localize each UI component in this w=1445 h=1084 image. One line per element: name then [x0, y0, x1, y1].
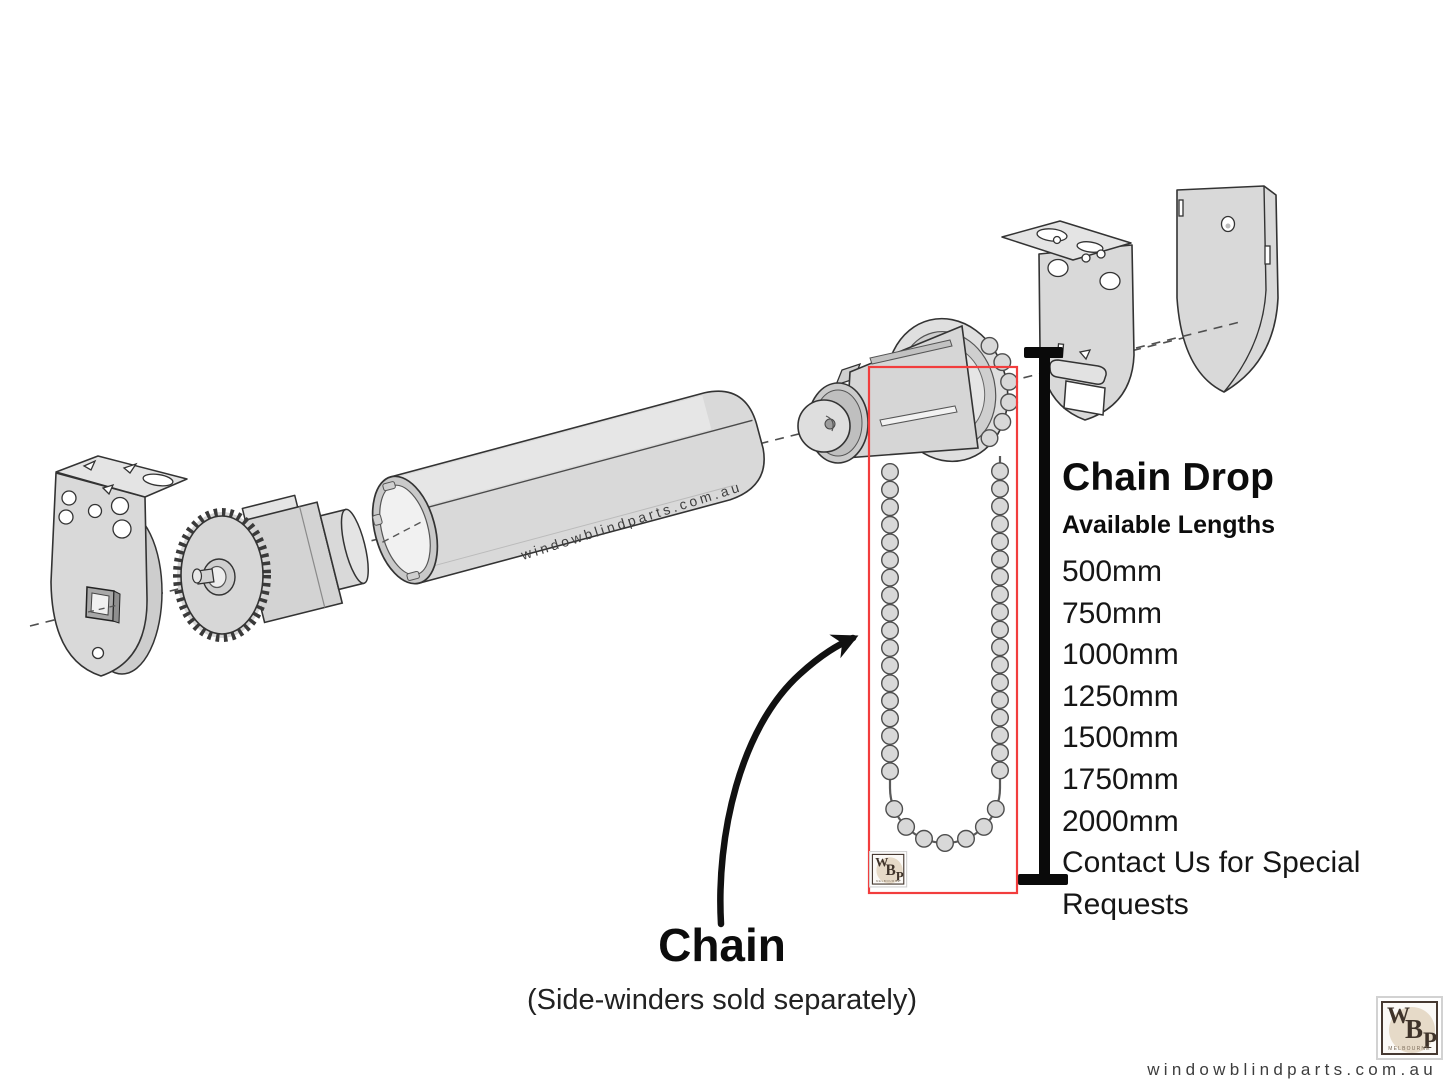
center-axis-dashed-line-overlay [1135, 321, 1241, 349]
wbp-letter-w: W [1387, 1003, 1410, 1028]
roller-tube-illustration: windowblindparts.com.au [371, 390, 765, 585]
chain-sublabel: (Side-winders sold separately) [526, 984, 918, 1016]
chain-label: Chain [658, 919, 786, 971]
available-lengths-list: 500mm 750mm 1000mm 1250mm 1500mm 1750mm … [1062, 551, 1396, 925]
wbp-tagline: MELBOURNE [1388, 1046, 1431, 1052]
length-option: 1500mm [1062, 721, 1179, 755]
chain-drop-title: Chain Drop [1062, 456, 1275, 499]
wbp-logo-frame: W B P MELBOURNE [1381, 1001, 1438, 1055]
wbp-footer-logo: W B P MELBOURNE [1376, 996, 1443, 1060]
sprocket-clutch-plug-illustration [173, 494, 369, 642]
chain-drop-dimension-line [1018, 347, 1068, 885]
wbp-logo-frame: W B P MELBOURNE [871, 853, 905, 885]
length-option: 1250mm [1062, 679, 1179, 713]
wbp-letter-b: B [1405, 1014, 1424, 1044]
bracket-cover-illustration [1176, 185, 1279, 393]
wbp-logo-circle [1389, 1007, 1435, 1053]
chain-clutch-illustration [797, 317, 1009, 464]
length-option: 500mm [1062, 555, 1163, 588]
bead-chain-illustration [881, 336, 1019, 853]
footer-site-url: windowblindparts.com.au [1147, 1060, 1437, 1079]
length-option: 1750mm [1062, 762, 1179, 796]
available-lengths-label: Available Lengths [1062, 511, 1276, 539]
mounting-bracket-illustration [1001, 220, 1135, 421]
control-bracket-illustration [50, 455, 188, 677]
wbp-watermark-logo: W B P MELBOURNE [869, 851, 908, 888]
length-option: 2000mm [1062, 804, 1179, 838]
wbp-letter-b: B [885, 861, 896, 879]
chain-hook-lip [1049, 359, 1107, 385]
chain-callout-arrow [717, 634, 859, 928]
chain-highlight-box [867, 365, 1019, 895]
wbp-letter-p: P [895, 869, 904, 884]
wbp-tagline: MELBOURNE [875, 879, 901, 883]
wbp-letter-p: P [1423, 1028, 1438, 1053]
wbp-logo-circle [876, 857, 903, 884]
special-requests-note: Contact Us for Special Requests [1062, 846, 1361, 921]
length-option: 1000mm [1062, 638, 1179, 672]
length-option: 750mm [1062, 596, 1163, 630]
wbp-letter-w: W [875, 854, 889, 870]
